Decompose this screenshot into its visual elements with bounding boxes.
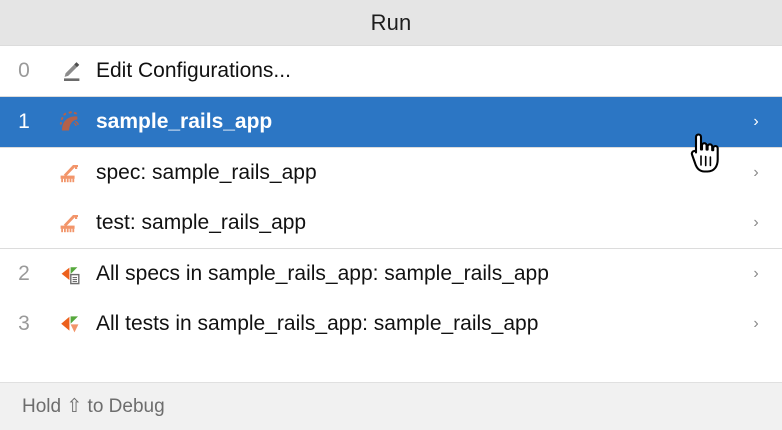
titlebar-separator: [0, 45, 782, 46]
list-item-label: spec: sample_rails_app: [96, 161, 317, 184]
popup-titlebar: Run: [0, 0, 782, 45]
chevron-right-icon[interactable]: ›: [753, 214, 759, 231]
chevron-right-icon[interactable]: ›: [753, 265, 759, 282]
run-all-tests-icon: [48, 308, 92, 340]
rails-logo-icon: [48, 106, 92, 138]
list-separator-3: [0, 248, 782, 249]
row-number: 3: [18, 312, 30, 335]
chevron-right-icon[interactable]: ›: [753, 164, 759, 181]
chevron-right-icon[interactable]: ›: [753, 113, 759, 130]
row-number: 2: [18, 262, 30, 285]
list-item-label: sample_rails_app: [96, 110, 273, 133]
list-item-all-tests[interactable]: 3 All tests in sample_rails_app: sample_…: [0, 299, 782, 349]
list-separator-2: [0, 147, 782, 148]
list-item-all-specs[interactable]: 2 All specs in sample_rails_app: sample_…: [0, 249, 782, 299]
list-item-edit-configurations[interactable]: 0 Edit Configurations...: [0, 46, 782, 96]
rake-icon: [48, 157, 92, 189]
row-number: 1: [18, 110, 30, 133]
list-item-label: All tests in sample_rails_app: sample_ra…: [96, 312, 539, 335]
debug-hint-label: Hold ⇧ to Debug: [22, 396, 165, 417]
chevron-right-icon[interactable]: ›: [753, 315, 759, 332]
list-item-test-sample-rails-app[interactable]: test: sample_rails_app ›: [0, 198, 782, 248]
list-item-sample-rails-app[interactable]: 1 sample_rails_app ›: [0, 97, 782, 147]
run-all-specs-icon: [48, 258, 92, 290]
popup-title: Run: [370, 9, 412, 35]
pencil-icon: [48, 55, 92, 87]
list-item-label: test: sample_rails_app: [96, 211, 307, 234]
statusbar: Hold ⇧ to Debug: [0, 382, 782, 430]
list-item-spec-sample-rails-app[interactable]: spec: sample_rails_app ›: [0, 148, 782, 198]
list-item-label: All specs in sample_rails_app: sample_ra…: [96, 262, 549, 285]
list-separator-1: [0, 96, 782, 97]
row-number: 0: [18, 59, 30, 82]
rake-icon: [48, 207, 92, 239]
configurations-list: 0 Edit Configurations... 1: [0, 46, 782, 382]
list-item-label: Edit Configurations...: [96, 59, 291, 82]
